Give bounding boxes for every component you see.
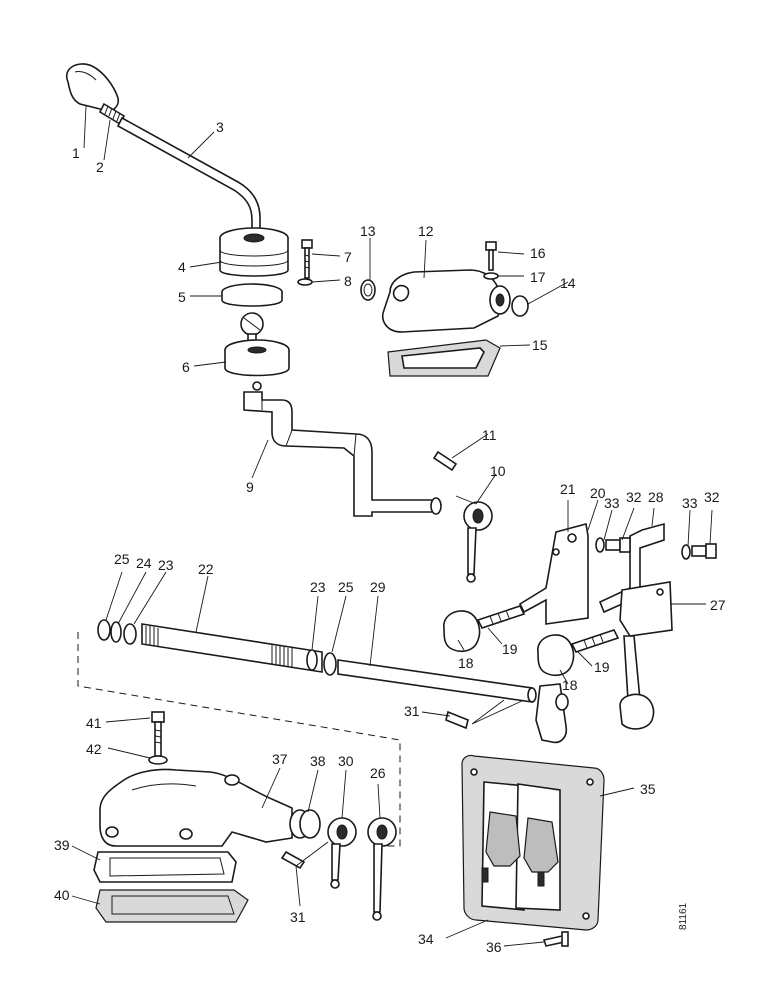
selector-shaft: [243, 391, 493, 583]
callout-26: 26: [370, 765, 386, 781]
callout-31-upper: 31: [404, 703, 420, 719]
callout-29: 29: [370, 579, 386, 595]
callout-24: 24: [136, 555, 152, 571]
leader-lines: [71, 105, 713, 947]
callout-8: 8: [344, 273, 352, 289]
callout-37: 37: [272, 751, 288, 767]
callout-9: 9: [246, 479, 254, 495]
callout-23-right: 23: [310, 579, 326, 595]
callout-20: 20: [590, 485, 606, 501]
callout-30: 30: [338, 753, 354, 769]
callout-16: 16: [530, 245, 546, 261]
callout-40: 40: [54, 887, 70, 903]
gear-lever-assembly: [65, 63, 313, 391]
callout-18-lower: 18: [562, 677, 578, 693]
callout-7: 7: [344, 249, 352, 265]
gate-plate: [461, 754, 605, 947]
callout-6: 6: [182, 359, 190, 375]
callout-labels: 1 2 3 4 5 6 7 8 9 10 11 12 13 14 15 16 1…: [54, 119, 726, 955]
callout-11: 11: [482, 427, 497, 443]
top-cover: [360, 241, 529, 377]
callout-23-left: 23: [158, 557, 174, 573]
callout-32-left: 32: [626, 489, 642, 505]
callout-28: 28: [648, 489, 664, 505]
callout-25-left: 25: [114, 551, 130, 567]
callout-25-right: 25: [338, 579, 354, 595]
callout-33-right: 33: [682, 495, 698, 511]
callout-17: 17: [530, 269, 546, 285]
callout-42: 42: [86, 741, 102, 757]
callout-5: 5: [178, 289, 186, 305]
callout-31-lower: 31: [290, 909, 306, 925]
callout-36: 36: [486, 939, 502, 955]
reference-code: 81161: [678, 902, 689, 930]
bracket-linkage: [443, 522, 717, 744]
callout-3: 3: [216, 119, 224, 135]
callout-13: 13: [360, 223, 376, 239]
callout-14: 14: [560, 275, 576, 291]
callout-32-right: 32: [704, 489, 720, 505]
callout-41: 41: [86, 715, 102, 731]
lower-housing: [93, 711, 397, 923]
callout-19-upper: 19: [502, 641, 518, 657]
callout-34: 34: [418, 931, 434, 947]
callout-10: 10: [490, 463, 506, 479]
callout-2: 2: [96, 159, 104, 175]
callout-27: 27: [710, 597, 726, 613]
callout-15: 15: [532, 337, 548, 353]
callout-22: 22: [198, 561, 214, 577]
callout-39: 39: [54, 837, 70, 853]
callout-1: 1: [72, 145, 80, 161]
callout-38: 38: [310, 753, 326, 769]
shaft-assembly: [77, 619, 537, 847]
callout-18-upper: 18: [458, 655, 474, 671]
callout-12: 12: [418, 223, 434, 239]
callout-19-lower: 19: [594, 659, 610, 675]
callout-4: 4: [178, 259, 186, 275]
callout-35: 35: [640, 781, 656, 797]
callout-21: 21: [560, 481, 576, 497]
callout-33-left: 33: [604, 495, 620, 511]
